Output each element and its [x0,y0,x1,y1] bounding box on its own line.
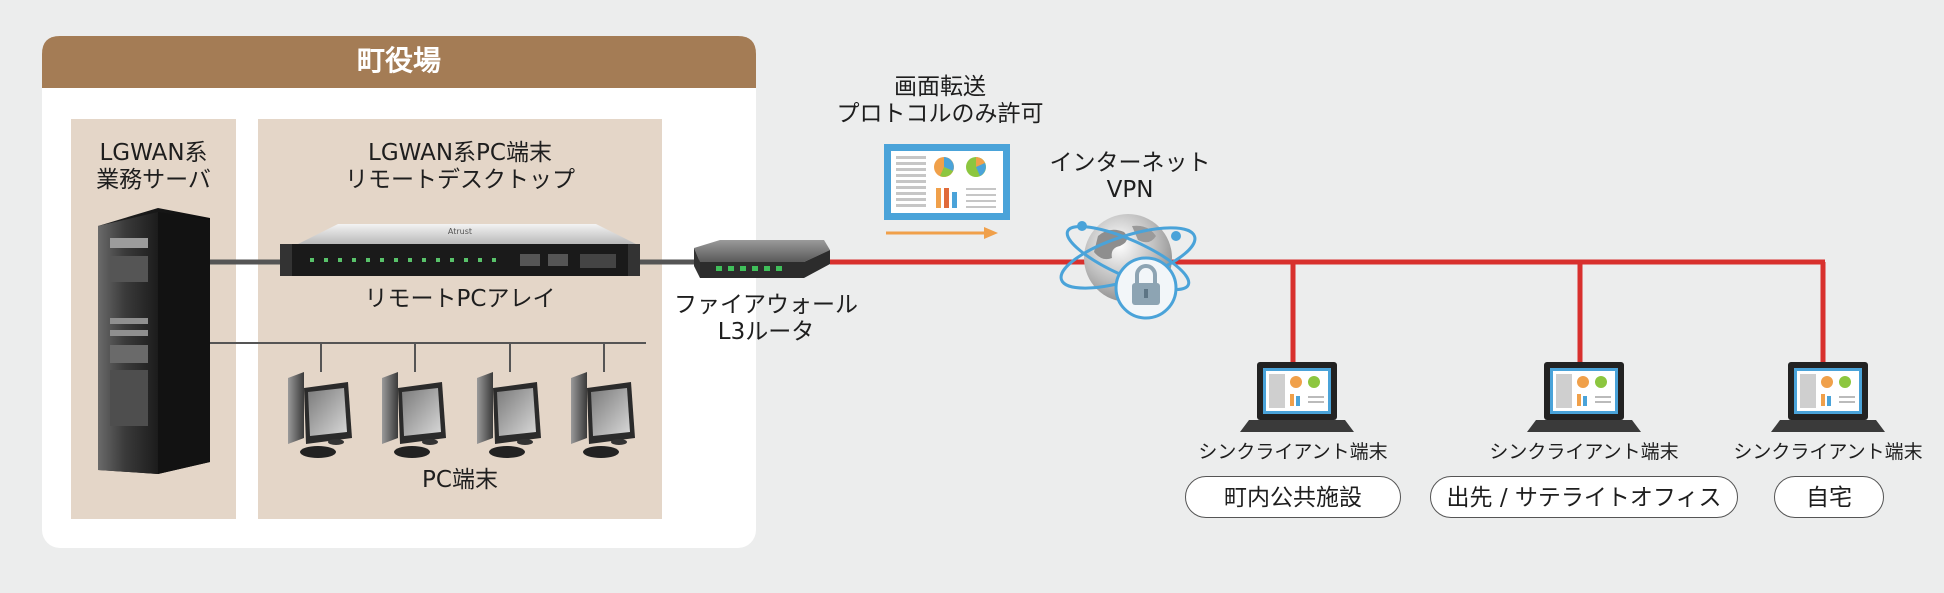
transfer-arrow-icon [984,227,998,239]
screen-transfer-label-line2: プロトコルのみ許可 [836,101,1044,128]
pc-terminal-icons [288,372,635,458]
firewall-label: ファイアウォール L3ルータ [660,292,872,346]
laptop-icon [1527,362,1641,432]
lgwan-pc-label-line1: LGWAN系PC端末 [368,140,552,166]
office-header-bar [42,36,756,88]
laptop-icon [1771,362,1885,432]
client-type-label: シンクライアント端末 [1489,441,1679,463]
client-location-pill-satellite-office: 出先 / サテライトオフィス [1430,476,1738,518]
client-type-label: シンクライアント端末 [1198,441,1388,463]
pc-terminals-label: PC端末 [422,467,498,493]
lgwan-pc-label: LGWAN系PC端末 リモートデスクトップ [258,140,662,194]
firewall-label-line2: L3ルータ [717,319,815,346]
lock-icon [1135,264,1157,284]
client-type-label: シンクライアント端末 [1733,441,1923,463]
remote-pc-array-icon [280,224,640,276]
laptop-icon [1240,362,1354,432]
internet-label: インターネット VPN [1030,150,1230,204]
pc-icon [477,372,541,458]
remote-pc-array-label: リモートPCアレイ [364,286,556,312]
screen-transfer-label-line1: 画面転送 [894,74,986,100]
client-location-pill-home: 自宅 [1774,476,1884,518]
pc-icon [382,372,446,458]
internet-label-line2: VPN [1106,177,1154,204]
internet-label-line1: インターネット [1049,150,1211,176]
lgwan-server-label-line1: LGWAN系 [99,140,208,166]
wan-links [830,259,1826,362]
server-rack-icon [98,208,210,474]
array-brand-logo: Atrust [447,227,473,236]
thin-client-laptop-icons [1240,362,1885,432]
screen-transfer-monitor-icon [884,144,1010,239]
firewall-label-line1: ファイアウォール [674,292,858,318]
client-location-pill-public-facility: 町内公共施設 [1185,476,1401,518]
firewall-router-icon [694,240,830,278]
lgwan-pc-label-line2: リモートデスクトップ [345,167,575,194]
pc-icon [571,372,635,458]
screen-transfer-label: 画面転送 プロトコルのみ許可 [820,74,1060,128]
internet-vpn-globe-icon [1059,214,1197,320]
lgwan-server-label: LGWAN系 業務サーバ [71,140,236,194]
lan-links [170,259,700,372]
office-title: 町役場 [356,44,441,77]
lgwan-server-label-line2: 業務サーバ [96,167,211,194]
pc-icon [288,372,352,458]
